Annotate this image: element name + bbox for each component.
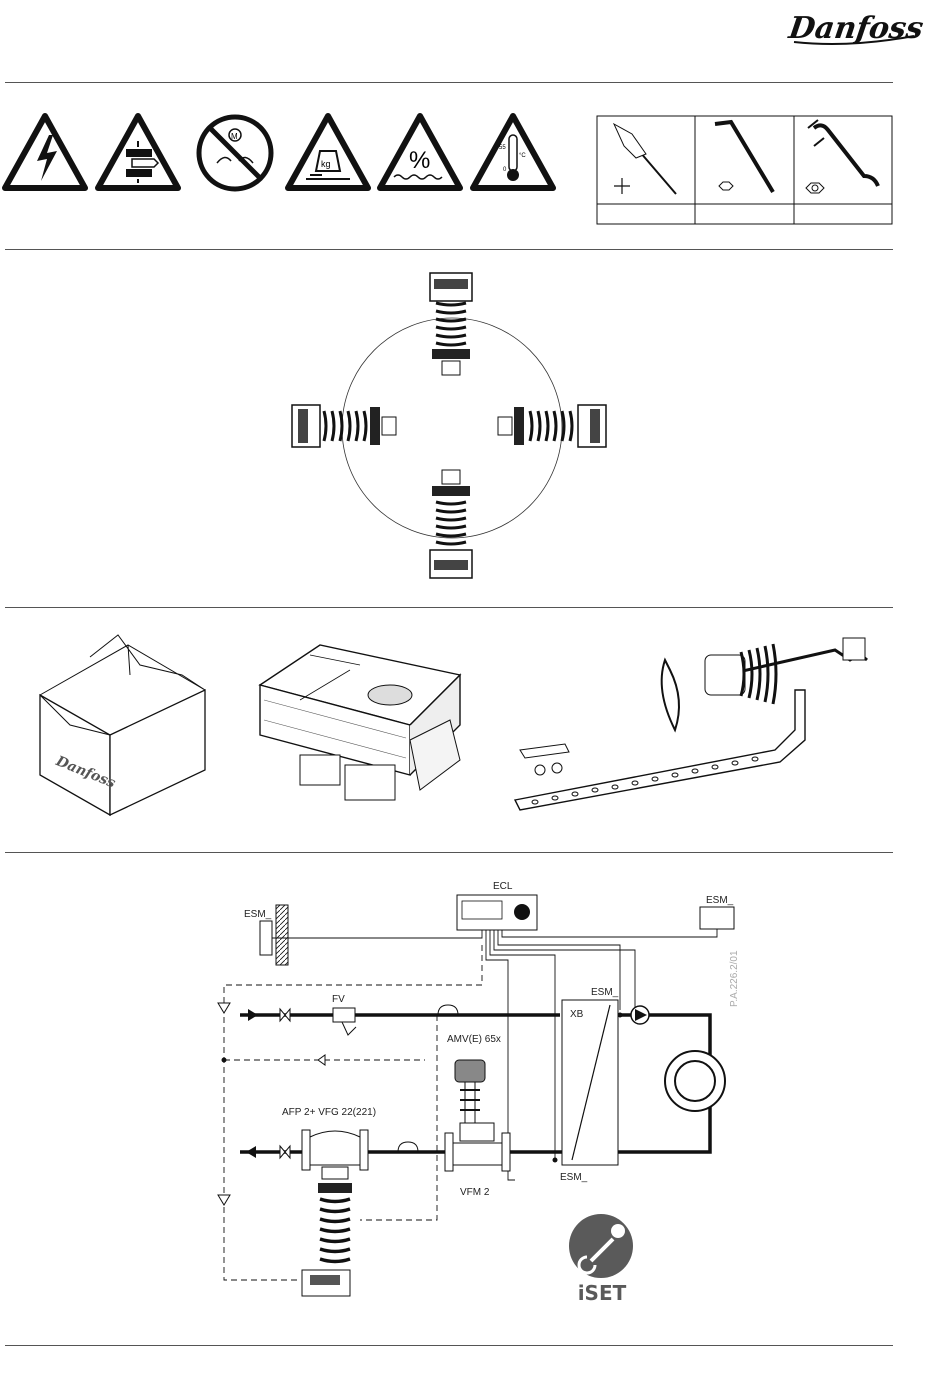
diagram-reference: P.A.226.2/01 xyxy=(729,950,740,1007)
heavy-weight-icon: kg xyxy=(288,116,368,188)
brand-logo: Danfoss xyxy=(790,8,920,48)
iset-badge: iSET xyxy=(563,1213,641,1308)
actuator-product-image xyxy=(250,640,490,815)
hex-key-icon xyxy=(715,122,773,192)
tools-table xyxy=(596,114,896,226)
system-diagram: ECL ESM_ ESM_ FV XB ESM_ ESM_ xyxy=(210,875,750,1315)
brand-logo-text: Danfoss xyxy=(786,11,926,46)
svg-text:M: M xyxy=(231,132,238,141)
crush-hazard-icon xyxy=(98,116,178,188)
amv-actuator xyxy=(455,1060,485,1123)
fv-filter xyxy=(333,1008,356,1035)
svg-text:0: 0 xyxy=(503,167,507,173)
vfm-label: VFM 2 xyxy=(460,1187,490,1198)
do-not-lift-by-motor-icon: M xyxy=(199,117,271,189)
iset-label: iSET xyxy=(563,1281,641,1305)
mounting-kit-image xyxy=(505,630,895,820)
svg-text:kg: kg xyxy=(321,159,331,169)
vfm2-valve xyxy=(445,1123,510,1171)
actuator-right xyxy=(498,405,606,447)
humidity-icon: % xyxy=(380,116,460,188)
fv-label: FV xyxy=(332,994,345,1005)
amv-label: AMV(E) 65x xyxy=(447,1034,501,1045)
package-box-icon: Danfoss xyxy=(30,635,230,825)
esm-top-right-label: ESM_ xyxy=(706,895,734,906)
phillips-screwdriver-icon xyxy=(614,124,676,194)
afp-valve xyxy=(302,1130,368,1296)
electric-hazard-icon xyxy=(5,116,85,188)
actuator-up xyxy=(430,273,472,375)
esm-supply-label: ESM_ xyxy=(591,987,619,998)
esm-outdoor-label: ESM_ xyxy=(244,909,272,920)
svg-text:°C: °C xyxy=(519,153,526,159)
svg-text:%: % xyxy=(409,147,430,174)
actuator-down xyxy=(430,470,472,578)
actuator-left xyxy=(292,405,396,447)
afp-label: AFP 2+ VFG 22(221) xyxy=(282,1107,376,1118)
warning-icons: M kg % 55 0 °C xyxy=(0,110,580,220)
ecl-label: ECL xyxy=(493,881,513,892)
svg-text:55: 55 xyxy=(499,145,506,151)
open-end-wrench-icon xyxy=(806,120,878,193)
xb-label: XB xyxy=(570,1009,584,1020)
mounting-orientation-diagram xyxy=(290,265,620,585)
temperature-icon: 55 0 °C xyxy=(473,116,553,188)
esm-return-label: ESM_ xyxy=(560,1172,588,1183)
